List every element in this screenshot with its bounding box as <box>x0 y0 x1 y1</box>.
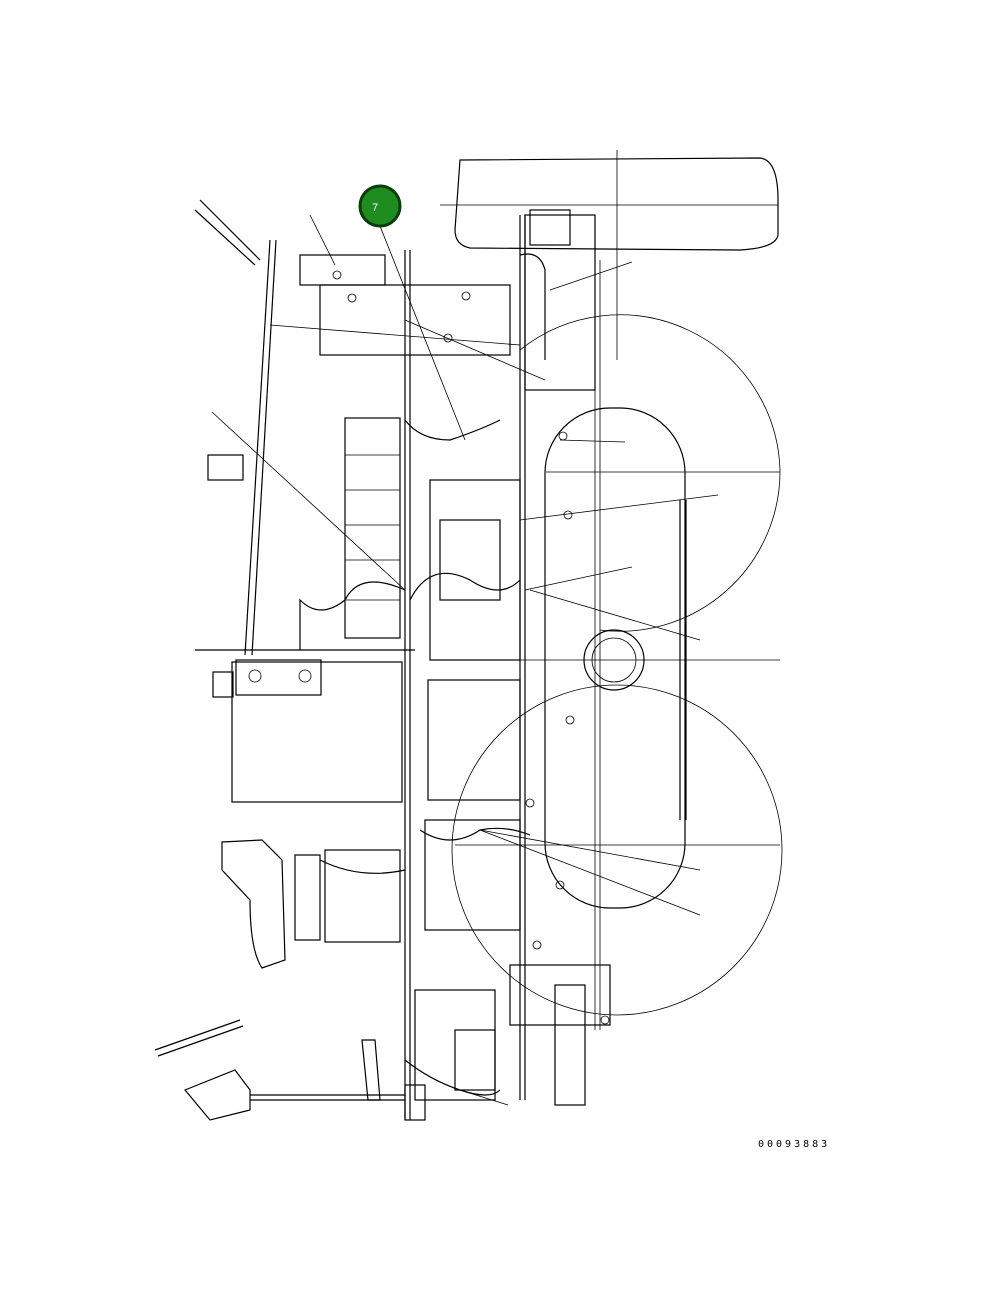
wiring-harness <box>269 253 546 1096</box>
callout-marker[interactable]: 7 <box>358 184 402 228</box>
callout-label: 7 <box>372 202 378 214</box>
lower-components <box>221 679 521 1121</box>
chassis-frame <box>404 209 611 1120</box>
document-number: 00093883 <box>758 1139 831 1150</box>
callout-circle <box>358 184 402 228</box>
fastener-marks <box>332 270 610 1025</box>
wheel-outlines <box>451 314 783 1016</box>
track-frame <box>520 407 780 909</box>
levers-and-pedals <box>154 199 415 1121</box>
leader-lines <box>211 214 719 1106</box>
engine-block <box>299 254 521 661</box>
battery-box <box>212 659 403 803</box>
upper-hood-outline <box>440 150 779 360</box>
